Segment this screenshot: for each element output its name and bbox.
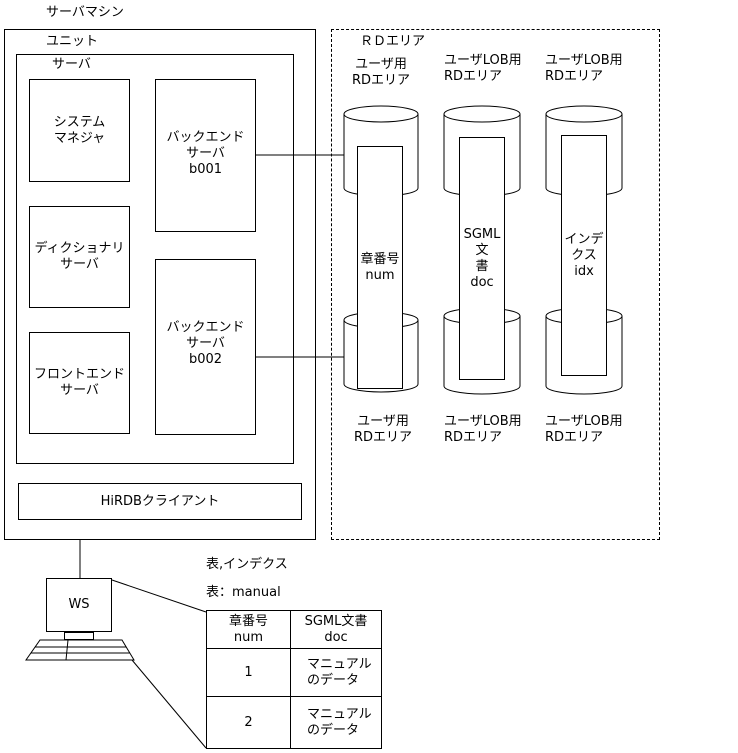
cyl-lob-doc-top-label: ユーザLOB用 RDエリア: [444, 53, 522, 85]
table-cell-doc: マニュアル のデータ: [290, 696, 382, 749]
table-header-num-line2: num: [233, 629, 264, 645]
backend2-line1: バックエンド: [166, 320, 245, 335]
cyl-lob-idx-bottom-label: ユーザLOB用 RDエリア: [545, 414, 623, 446]
cyl-lob-doc-top-line1: ユーザLOB用: [444, 53, 522, 68]
backend1-line1: バックエンド: [166, 130, 245, 145]
cyl-user-top-line1: ユーザ用: [355, 57, 407, 72]
frontend-server-line2: サーバ: [60, 383, 99, 398]
table-header-num: 章番号 num: [206, 610, 291, 649]
keyboard-icon: [25, 639, 135, 661]
server-label: サーバ: [52, 57, 91, 72]
table-header-doc-line1: SGML文書: [304, 613, 368, 629]
dictionary-server-line2: サーバ: [60, 257, 99, 272]
cyl-user-bottom-line1: ユーザ用: [357, 414, 409, 429]
rd-area-box: [331, 29, 660, 540]
ws-stand: [64, 632, 94, 640]
cyl-lob-idx-bottom-line2: RDエリア: [545, 430, 604, 445]
system-manager-line2: マネジャ: [53, 130, 106, 146]
backend1-line3: b001: [188, 162, 223, 177]
cyl-lob-idx-top-label: ユーザLOB用 RDエリア: [545, 53, 623, 85]
cyl-lob-idx-top-line1: ユーザLOB用: [545, 53, 623, 68]
ws-label: WS: [68, 597, 90, 612]
table-header-doc-line2: doc: [324, 629, 348, 645]
server-box: [16, 54, 294, 464]
system-manager-line1: システム: [53, 114, 106, 130]
doc-column-line2: 書: [475, 258, 489, 274]
backend2-line2: サーバ: [186, 336, 225, 351]
table-name: 表：manual: [206, 585, 281, 600]
system-manager-box: システム マネジャ: [29, 79, 130, 182]
table-cell-doc-line1: マニュアル: [307, 706, 372, 722]
doc-column: SGML文 書 doc: [459, 137, 505, 380]
doc-column-line3: doc: [470, 274, 494, 290]
backend2-line3: b002: [188, 352, 223, 367]
table-cell-doc: マニュアル のデータ: [290, 648, 382, 697]
table-cell-num: 1: [206, 648, 291, 697]
table-header-doc: SGML文書 doc: [290, 610, 382, 649]
table-header-row: 章番号 num SGML文書 doc: [206, 610, 382, 649]
cyl-lob-doc-bottom-line2: RDエリア: [444, 430, 503, 445]
table-row: 1 マニュアル のデータ: [206, 648, 382, 697]
frontend-server-line1: フロントエンド: [33, 367, 125, 382]
frontend-server-box: フロントエンド サーバ: [29, 332, 130, 434]
table-cell-doc-line2: のデータ: [307, 672, 360, 688]
cyl-lob-idx-top-line2: RDエリア: [545, 69, 604, 84]
doc-column-line1: SGML文: [463, 226, 501, 258]
cyl-user-top-label: ユーザ用 RDエリア: [344, 57, 418, 89]
table-index-heading: 表,インデクス: [206, 557, 288, 572]
dictionary-server-line1: ディクショナリ: [34, 241, 125, 256]
num-column-line2: num: [365, 267, 395, 283]
manual-table: 章番号 num SGML文書 doc 1 マニュアル のデータ 2 マニュアル …: [206, 610, 382, 749]
cyl-user-bottom-line2: RDエリア: [353, 430, 413, 445]
ws-table-line-top: [111, 579, 207, 613]
backend-server-b001-box: バックエンド サーバ b001: [155, 79, 256, 232]
table-header-num-line1: 章番号: [228, 613, 268, 629]
server-machine-label: サーバマシン: [46, 5, 124, 20]
ws-monitor: WS: [46, 578, 112, 632]
table-row: 2 マニュアル のデータ: [206, 696, 382, 749]
cyl-lob-idx-bottom-line1: ユーザLOB用: [545, 414, 623, 429]
cyl-user-bottom-label: ユーザ用 RDエリア: [344, 414, 422, 446]
cyl-lob-doc-top-line2: RDエリア: [444, 69, 503, 84]
idx-column: インデ クス idx: [561, 135, 607, 376]
table-cell-num: 2: [206, 696, 291, 749]
cyl-user-top-line2: RDエリア: [351, 73, 411, 88]
backend1-line2: サーバ: [186, 146, 225, 161]
ws-table-line-bottom: [131, 659, 207, 749]
idx-column-line3: idx: [574, 263, 594, 279]
cyl-lob-doc-bottom-label: ユーザLOB用 RDエリア: [444, 414, 522, 446]
num-column-line1: 章番号: [360, 251, 400, 267]
unit-label: ユニット: [46, 34, 99, 49]
idx-column-line2: クス: [571, 247, 597, 263]
cyl-lob-doc-bottom-line1: ユーザLOB用: [444, 414, 522, 429]
table-cell-doc-line1: マニュアル: [307, 656, 372, 672]
hirdb-client-label: HiRDBクライアント: [100, 493, 220, 509]
hirdb-client-box: HiRDBクライアント: [18, 483, 302, 520]
rd-area-label: ＲＤエリア: [360, 34, 426, 49]
backend-server-b002-box: バックエンド サーバ b002: [155, 259, 256, 435]
table-cell-doc-line2: のデータ: [307, 722, 360, 738]
dictionary-server-box: ディクショナリ サーバ: [29, 206, 130, 308]
num-column: 章番号 num: [357, 146, 403, 389]
idx-column-line1: インデ: [564, 231, 604, 247]
server-machine-box: [4, 29, 316, 540]
